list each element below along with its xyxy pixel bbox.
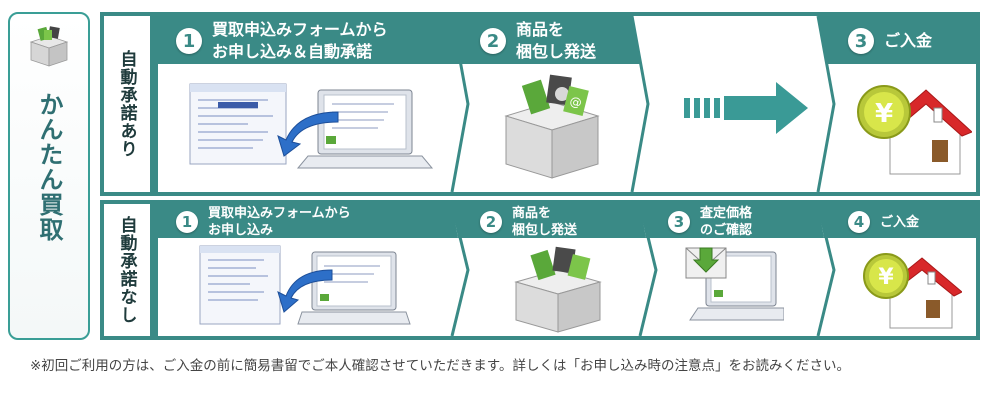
step-header-r1-3: 3 ご入金 <box>834 18 976 64</box>
browser-form-laptop-icon <box>199 245 411 325</box>
box-icon: @ <box>504 74 600 179</box>
step-text-r2-4: ご入金 <box>880 214 920 230</box>
step-header-r2-3: 3 査定価格 のご確認 <box>654 205 818 239</box>
step-header-r1-2: 2 商品を 梱包し発送 <box>466 18 632 64</box>
step-text-r1-2: 商品を 梱包し発送 <box>516 20 597 61</box>
row-label-no-auto-accept: 自動承諾なし <box>100 200 154 340</box>
house-yen-icon: ¥ <box>857 85 972 175</box>
step-header-r2-2: 2 商品を 梱包し発送 <box>466 205 640 239</box>
box-icon <box>514 246 602 333</box>
house-yen-icon: ¥ <box>863 253 962 329</box>
step-text-r2-3: 査定価格 のご確認 <box>700 206 753 238</box>
arrow-icon <box>684 82 808 134</box>
svg-text:¥: ¥ <box>878 265 894 290</box>
svg-text:¥: ¥ <box>875 99 893 129</box>
step-text-r2-2: 商品を 梱包し発送 <box>512 206 578 238</box>
box-icon <box>29 26 69 67</box>
step-header-r1-1: 1 買取申込みフォームから お申し込み＆自動承諾 <box>162 18 452 64</box>
step-header-r2-1: 1 買取申込みフォームから お申し込み <box>162 205 452 239</box>
kantan-kaitori-label: かんたん買取 <box>35 92 63 242</box>
row-label-auto-accept: 自動承諾あり <box>100 12 154 196</box>
step-text-r1-1: 買取申込みフォームから お申し込み＆自動承諾 <box>212 20 388 61</box>
step-header-r2-4: 4 ご入金 <box>834 205 976 239</box>
svg-text:@: @ <box>568 94 583 110</box>
step-text-r2-1: 買取申込みフォームから お申し込み <box>208 206 351 238</box>
kantan-kaitori-panel: かんたん買取 <box>8 12 90 340</box>
step-text-r1-3: ご入金 <box>884 31 933 50</box>
browser-form-laptop-icon <box>189 83 434 169</box>
mail-download-laptop-icon <box>685 247 784 321</box>
notice-text: ※初回ご利用の方は、ご入金の前に簡易書留でご本人確認させていただきます。詳しくは… <box>30 358 850 374</box>
